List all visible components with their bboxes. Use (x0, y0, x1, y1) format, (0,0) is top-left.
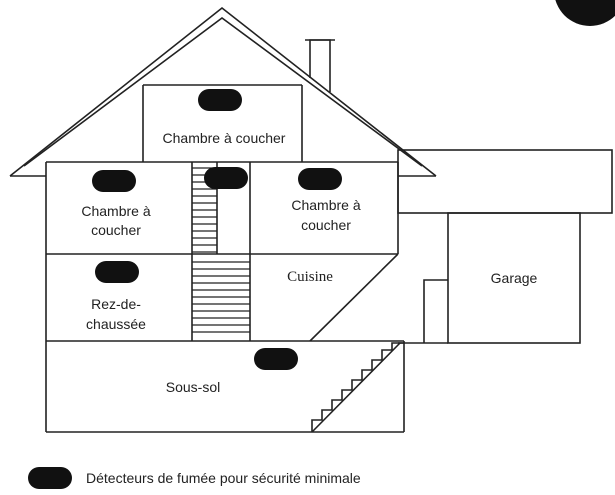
kitchen-diagonal-wall (309, 253, 399, 342)
label-ground-line1: Rez-de- (91, 296, 141, 312)
roof-inner-line (23, 17, 423, 167)
basement-stairs-edge (311, 342, 401, 433)
smoke-detector-basement (254, 348, 298, 370)
legend-detector-swatch (28, 467, 72, 489)
basement-exterior-stairs (311, 342, 404, 432)
garage-upper-annex (397, 149, 613, 214)
stair-treads-lower (192, 261, 250, 333)
legend: Détecteurs de fumée pour sécurité minima… (28, 465, 361, 491)
legend-label: Détecteurs de fumée pour sécurité minima… (86, 470, 361, 486)
smoke-detector-ground-floor (95, 261, 139, 283)
garage-box (447, 212, 581, 344)
label-garage: Garage (491, 270, 538, 286)
smoke-detector-hallway (204, 167, 248, 189)
label-basement: Sous-sol (166, 379, 220, 395)
label-bedroom-left-line2: coucher (91, 222, 141, 238)
label-ground-line2: chaussée (86, 316, 146, 332)
smoke-detector-attic (198, 89, 242, 111)
label-kitchen: Cuisine (287, 269, 333, 285)
smoke-detector-bedroom-left (92, 170, 136, 192)
garage-side-door (423, 279, 448, 343)
label-bedroom-top: Chambre à coucher (163, 130, 286, 146)
label-bedroom-right-line2: coucher (301, 217, 351, 233)
smoke-detector-bedroom-right (298, 168, 342, 190)
label-bedroom-left-line1: Chambre à (81, 203, 150, 219)
corner-dark-circle (555, 0, 615, 26)
label-bedroom-right-line1: Chambre à (291, 197, 360, 213)
roof-outer-line (9, 6, 437, 177)
